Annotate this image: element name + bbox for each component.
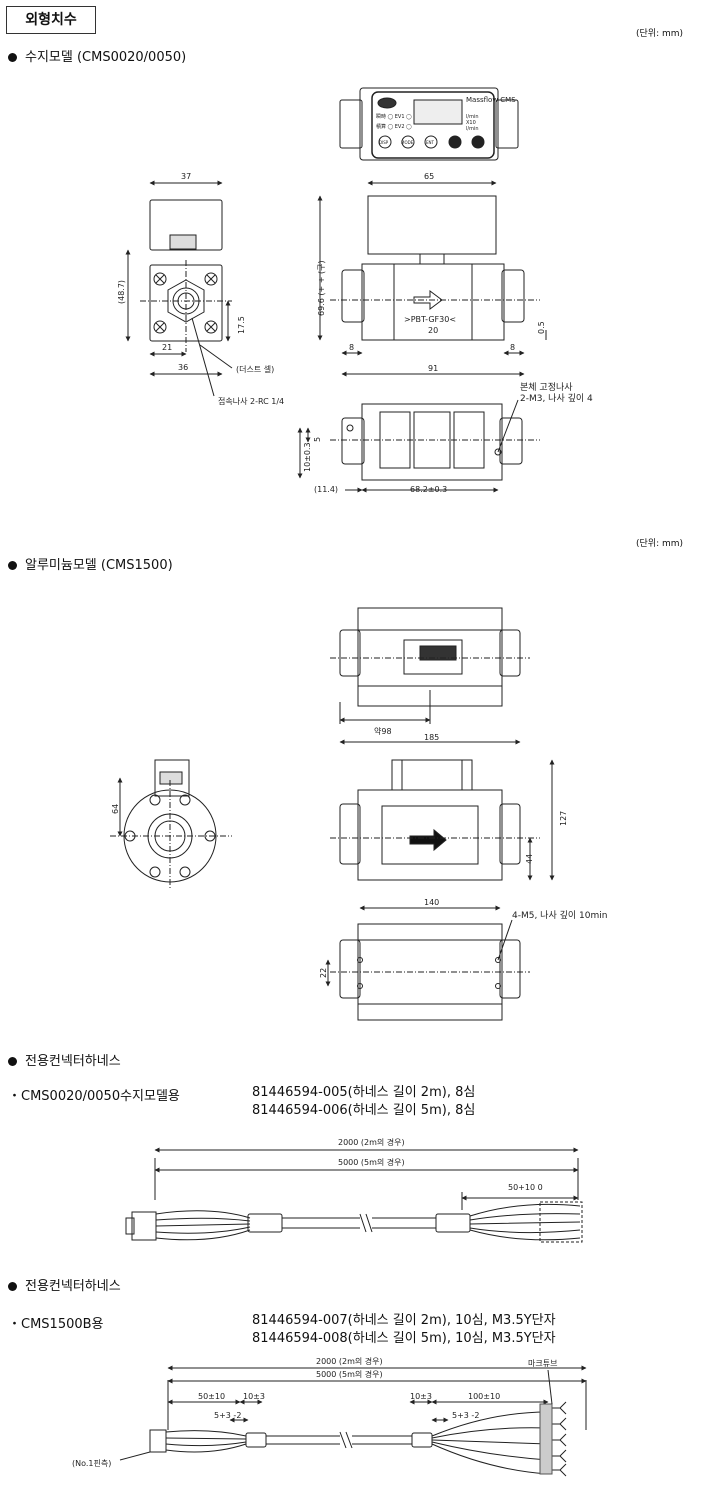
note-m5-screw: 4-M5, 나사 깊이 10min xyxy=(512,909,607,921)
alu-front-view xyxy=(330,739,555,881)
alu-side-view xyxy=(110,759,232,890)
section3-heading-text: 전용컨넥터하네스 xyxy=(25,1054,121,1069)
harness10-dim-5b: 5+3 -2 xyxy=(452,1411,479,1420)
resin-front-view xyxy=(317,180,547,377)
display-unit-2: X10 xyxy=(466,120,476,126)
section4-pn1: 81446594-007(하네스 길이 2m), 10심, M3.5Y단자 xyxy=(252,1313,556,1328)
section4-heading: 전용컨넥터하네스 xyxy=(8,1275,121,1294)
harness-8core xyxy=(125,1147,583,1243)
display-unit-3: l/min xyxy=(466,126,479,132)
note-port-thread: 접속나사 2-RC 1/4 xyxy=(218,396,284,406)
display-button-ent: ENT xyxy=(426,140,435,145)
dim-11-4: (11.4) xyxy=(314,485,338,494)
section1-heading: 수지모델 (CMS0020/0050) xyxy=(8,46,186,65)
display-button-disp: DISP xyxy=(379,140,389,145)
note-body-screw-2: 2-M3, 나사 깊이 4 xyxy=(520,392,593,404)
material-number: 20 xyxy=(428,326,438,335)
section4-heading-text: 전용컨넥터하네스 xyxy=(25,1279,121,1294)
alu-top-view xyxy=(330,607,530,724)
harness8-dim-50: 50+10 0 xyxy=(508,1183,543,1192)
harness10-dim-10b: 10±3 xyxy=(410,1392,432,1401)
dim-5: 5 xyxy=(313,437,322,442)
dim-0-5: 0.5 xyxy=(537,321,546,334)
unit-label-mid: (단위: mm) xyxy=(636,539,684,549)
pin1-label: (No.1핀측) xyxy=(72,1459,111,1468)
harness8-dim-5000: 5000 (5m의 경우) xyxy=(338,1157,405,1167)
dim-44: 44 xyxy=(525,854,534,864)
dim-127: 127 xyxy=(559,811,568,826)
bullet-icon xyxy=(8,53,17,62)
note-body-screw-1: 본체 고정나사 xyxy=(520,382,573,393)
dim-68-2: 68.2±0.3 xyxy=(410,485,447,494)
section3-heading: 전용컨넥터하네스 xyxy=(8,1050,121,1069)
page-tab-title: 외형치수 xyxy=(6,6,96,34)
unit-label-top: (단위: mm) xyxy=(636,29,684,39)
dim-65: 65 xyxy=(424,172,434,181)
dim-about-98: 약98 xyxy=(374,726,392,736)
harness10-dim-5000: 5000 (5m의 경우) xyxy=(316,1369,383,1379)
section2-heading: 알루미늄모델 (CMS1500) xyxy=(8,554,173,573)
dim-22: 22 xyxy=(319,968,328,978)
display-led1: 瞬時 ◯ EV1 ◯ xyxy=(376,113,412,120)
section2-heading-text: 알루미늄모델 (CMS1500) xyxy=(25,558,173,573)
harness10-dim-10a: 10±3 xyxy=(243,1392,265,1401)
dim-21: 21 xyxy=(162,343,172,352)
display-brand: Massflow CMS xyxy=(466,96,516,104)
dim-8-right: 8 xyxy=(510,343,515,352)
material-label: >PBT-GF30< xyxy=(404,315,456,324)
connector-icon xyxy=(169,234,197,250)
harness8-dim-2000: 2000 (2m의 경우) xyxy=(338,1137,405,1147)
dim-140: 140 xyxy=(424,898,439,907)
section3-label: ・CMS0020/0050수지모델용 xyxy=(8,1089,180,1104)
harness-10core xyxy=(119,1365,587,1477)
dim-8-left: 8 xyxy=(349,343,354,352)
alu-bottom-view xyxy=(325,905,530,1021)
dim-64: 64 xyxy=(111,804,120,814)
section3-pn1: 81446594-005(하네스 길이 2m), 8심 xyxy=(252,1085,476,1100)
dim-37: 37 xyxy=(181,172,191,181)
section4-pn2: 81446594-008(하네스 길이 5m), 10심, M3.5Y단자 xyxy=(252,1331,556,1346)
dim-69-6: 69.6 (+ + (구) xyxy=(317,260,326,316)
harness10-dim-50: 50±10 xyxy=(198,1392,225,1401)
section1-heading-text: 수지모델 (CMS0020/0050) xyxy=(25,50,187,65)
display-button-down: ▼ xyxy=(474,140,478,145)
dim-17-5: 17.5 xyxy=(237,316,246,334)
bullet-icon xyxy=(8,1282,17,1291)
resin-bottom-view xyxy=(297,399,540,493)
bullet-icon xyxy=(8,1057,17,1066)
resin-side-view xyxy=(125,180,233,397)
note-dust-seal: (더스트 셀) xyxy=(236,364,274,374)
dim-91: 91 xyxy=(428,364,438,373)
display-button-up: ▲ xyxy=(451,140,455,145)
brand-logo-icon xyxy=(377,97,397,109)
dim-48-7: (48.7) xyxy=(117,280,126,304)
display-button-mode: MODE xyxy=(401,140,414,145)
resin-top-view xyxy=(339,87,519,161)
harness10-dim-2000: 2000 (2m의 경우) xyxy=(316,1356,383,1366)
dim-36: 36 xyxy=(178,363,188,372)
dim-10: 10±0.3 xyxy=(303,442,312,472)
harness10-dim-5a: 5+3 -2 xyxy=(214,1411,241,1420)
mark-tube-label: 마크튜브 xyxy=(528,1359,557,1368)
section4-label: ・CMS1500B용 xyxy=(8,1317,104,1332)
dim-185: 185 xyxy=(424,733,439,742)
display-led2: 積算 ◯ EV2 ◯ xyxy=(376,123,412,130)
display-unit-1: l/min xyxy=(466,114,479,120)
harness10-dim-100: 100±10 xyxy=(468,1392,500,1401)
section3-pn2: 81446594-006(하네스 길이 5m), 8심 xyxy=(252,1103,476,1118)
bullet-icon xyxy=(8,561,17,570)
